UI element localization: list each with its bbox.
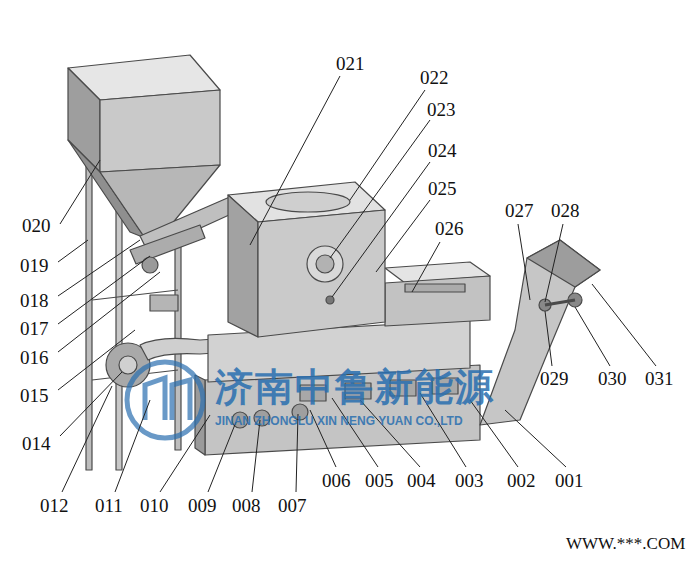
callout-number: 005 xyxy=(365,471,394,490)
callout-number: 030 xyxy=(598,369,627,388)
callout-number: 031 xyxy=(645,369,674,388)
callout-number: 029 xyxy=(540,369,569,388)
leader-line xyxy=(332,162,430,297)
callout-number: 018 xyxy=(20,291,49,310)
callout-number: 001 xyxy=(555,471,584,490)
leader-line xyxy=(545,311,552,366)
leader-line xyxy=(115,400,150,492)
leader-line xyxy=(575,307,610,366)
url-text: WWW.***.COM xyxy=(566,535,685,552)
callout-number: 006 xyxy=(322,471,351,490)
callout-number: 014 xyxy=(22,434,51,453)
leader-line xyxy=(360,400,420,467)
callout-number: 024 xyxy=(428,141,457,160)
leader-line xyxy=(60,372,122,436)
leader-line xyxy=(250,76,340,245)
callout-number: 010 xyxy=(140,496,169,515)
leader-line xyxy=(62,386,112,492)
leader-line xyxy=(470,400,518,467)
leader-line xyxy=(58,256,150,324)
leader-line xyxy=(376,200,430,272)
leader-line xyxy=(518,224,530,300)
callout-number: 015 xyxy=(20,386,49,405)
callout-number: 017 xyxy=(20,319,49,338)
callout-number: 026 xyxy=(435,219,464,238)
leader-line xyxy=(350,90,425,200)
callout-number: 003 xyxy=(455,471,484,490)
callout-number: 023 xyxy=(427,100,456,119)
leader-line xyxy=(58,330,135,390)
leader-line xyxy=(160,415,210,492)
callout-number: 025 xyxy=(428,179,457,198)
callout-number: 028 xyxy=(551,201,580,220)
callout-number: 016 xyxy=(20,348,49,367)
leader-line xyxy=(545,224,563,302)
callout-number: 021 xyxy=(336,54,365,73)
callout-number: 004 xyxy=(407,471,436,490)
leader-line xyxy=(58,272,160,352)
callout-number: 009 xyxy=(188,496,217,515)
leader-line xyxy=(330,120,430,258)
leader-line xyxy=(332,398,378,467)
callout-number: 008 xyxy=(232,496,261,515)
callout-number: 022 xyxy=(420,68,449,87)
leader-line xyxy=(505,410,566,467)
leader-line xyxy=(208,422,236,492)
callout-number: 007 xyxy=(278,496,307,515)
leader-line xyxy=(412,242,440,292)
callout-number: 002 xyxy=(507,471,536,490)
leader-line xyxy=(58,240,140,296)
callout-number: 011 xyxy=(95,496,123,515)
callout-number: 012 xyxy=(40,496,69,515)
leader-line xyxy=(252,420,260,492)
callout-number: 020 xyxy=(22,216,51,235)
watermark: JINAN ZHONGLU XIN NENG YUAN CO.,LTD xyxy=(215,415,463,427)
watermark: 济南中鲁新能源 xyxy=(215,368,495,406)
callout-number: 027 xyxy=(505,201,534,220)
leader-line xyxy=(58,240,88,262)
leader-line xyxy=(592,284,656,366)
callout-number: 019 xyxy=(20,256,49,275)
leader-line xyxy=(60,160,100,224)
